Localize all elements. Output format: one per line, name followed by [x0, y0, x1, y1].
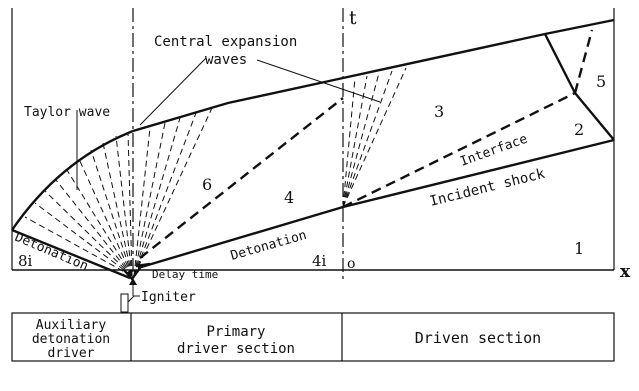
leader-lines — [76, 57, 381, 190]
region-1: 1 — [574, 239, 584, 258]
taylor-wave-fan — [24, 131, 133, 277]
dashed-interfaces — [139, 29, 594, 259]
x-axis-label: x — [620, 262, 631, 282]
igniter-leader — [127, 295, 140, 303]
contact-line-primary — [139, 97, 344, 259]
central-expansion-fan — [342, 67, 407, 208]
driven-section-label: Driven section — [415, 329, 541, 347]
central-expansion-label-2: waves — [205, 52, 247, 68]
upper-characteristic — [132, 18, 615, 133]
aux-section-label-2: detonation — [32, 332, 110, 347]
expansion-fan-primary — [133, 107, 213, 277]
central-expansion-label-1: Central expansion — [154, 34, 297, 50]
tube-outline — [11, 312, 615, 362]
region-5: 5 — [596, 72, 606, 91]
aux-section-label-3: driver — [48, 346, 95, 361]
region-8i: 8i — [18, 252, 33, 270]
primary-section-label-2: driver section — [177, 341, 295, 357]
region-6: 6 — [202, 175, 212, 194]
primary-detonation-line — [137, 205, 344, 270]
aux-section-label-1: Auxiliary — [36, 318, 107, 333]
delay-time-label: Delay time — [152, 268, 218, 281]
region-2: 2 — [574, 120, 584, 139]
ignition-marker — [123, 262, 151, 281]
auxiliary-detonation-line — [11, 228, 131, 280]
reflected-dashed — [573, 29, 594, 94]
taylor-wave-head — [11, 129, 134, 231]
igniter-plug — [120, 293, 129, 313]
region-4i: 4i — [312, 252, 327, 270]
detonation-mid-label: Detonation — [229, 228, 308, 264]
solid-characteristics — [11, 18, 615, 280]
region-3: 3 — [434, 102, 444, 121]
igniter-arrowhead — [129, 278, 137, 285]
region-4: 4 — [284, 188, 294, 207]
interface-line — [342, 91, 576, 209]
t-axis-label: t — [349, 7, 357, 29]
primary-section-label-1: Primary — [206, 324, 265, 340]
region-o: o — [347, 256, 355, 272]
taylor-wave-label: Taylor wave — [24, 105, 110, 120]
igniter-label: Igniter — [141, 290, 196, 305]
incident-shock-line — [342, 138, 615, 209]
